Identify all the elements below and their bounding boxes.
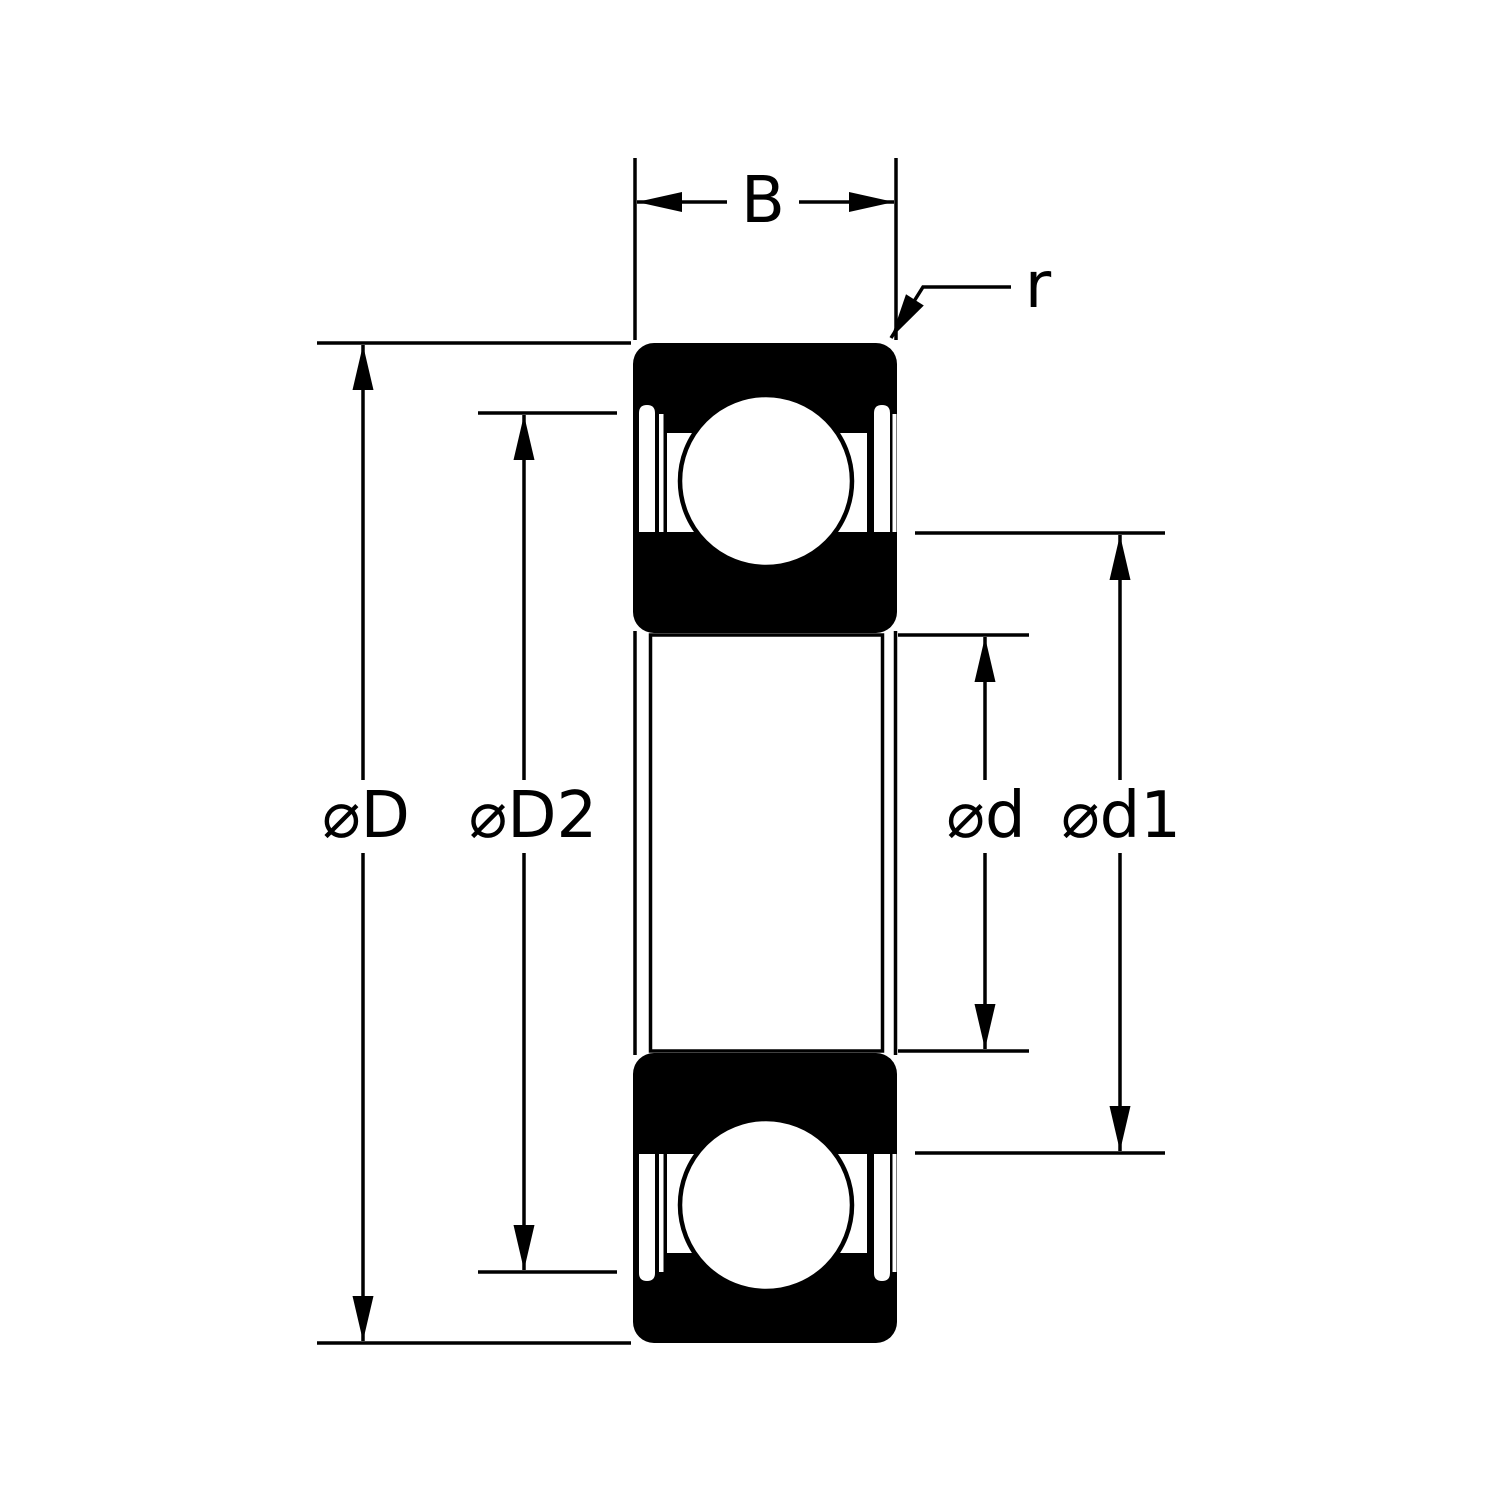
top-ring-section [633,343,897,633]
d2-arrow-up-icon [513,415,535,460]
dimension-d1: ⌀d1 [915,531,1181,1155]
d-bore-arrow-down-icon [974,1004,996,1049]
leader-r: r [889,249,1052,339]
bearing-cross-section [633,343,898,1343]
bottom-right-seal-groove [874,1154,890,1281]
d-outer-arrow-down-icon [352,1296,374,1341]
d2-label: ⌀D2 [469,779,598,853]
d-outer-arrow-up-icon [352,345,374,390]
dimension-D: ⌀D [317,341,631,1345]
d1-label: ⌀d1 [1061,779,1181,853]
d-bore-label: ⌀d [946,779,1025,853]
d-bore-arrow-up-icon [974,637,996,682]
bottom-ring-section [633,1053,897,1343]
bottom-ball [677,1116,855,1294]
top-ball [677,392,855,570]
bottom-left-seal-lip-line [659,1154,664,1272]
dimension-B: B [633,158,898,340]
d-outer-label: ⌀D [322,779,410,853]
dimension-D2: ⌀D2 [469,411,617,1274]
r-label: r [1025,249,1052,323]
bottom-left-seal-groove [639,1154,655,1281]
d1-arrow-up-icon [1109,535,1131,580]
dimension-d: ⌀d [898,633,1029,1053]
bore-outline [648,633,885,1053]
top-right-seal-lip-line [892,414,897,532]
b-label: B [741,164,785,238]
b-arrow-left-icon [637,192,682,212]
d1-arrow-down-icon [1109,1106,1131,1151]
top-left-seal-groove [639,405,655,532]
b-arrow-right-icon [849,192,894,212]
bottom-right-seal-lip-line [892,1154,897,1272]
d2-arrow-down-icon [513,1225,535,1270]
top-left-seal-lip-line [659,414,664,532]
top-right-seal-groove [874,405,890,532]
r-arrow-icon [891,294,924,338]
